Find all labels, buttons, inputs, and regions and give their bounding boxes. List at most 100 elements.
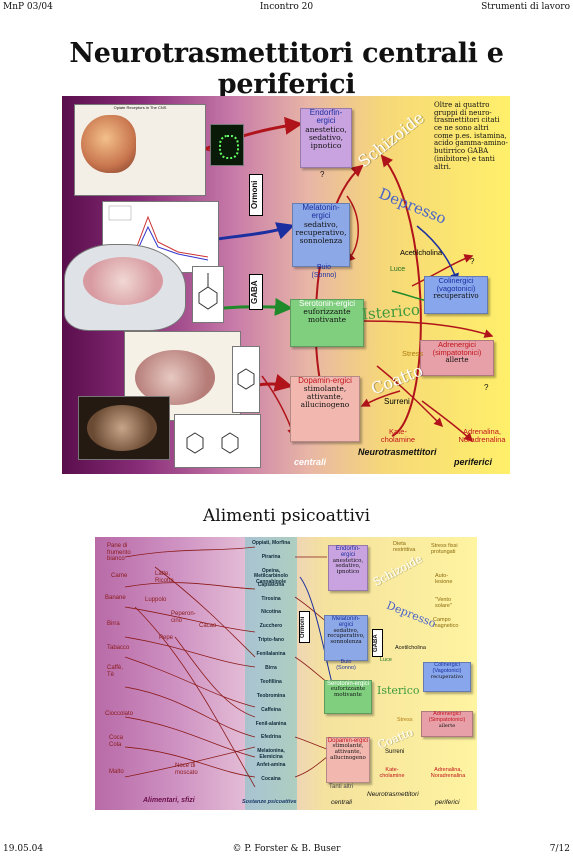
substance-item: Tirosina bbox=[261, 595, 281, 602]
box-subtext: recuperativo bbox=[430, 673, 464, 680]
substance-item: Teofillina bbox=[260, 678, 282, 685]
chemical-structure-icon bbox=[198, 273, 218, 310]
question-mark: ? bbox=[484, 383, 489, 392]
brain-slice-icon bbox=[87, 405, 157, 451]
header-right: Strumenti di lavoro bbox=[481, 2, 570, 12]
box-subtext: allerte bbox=[438, 722, 456, 729]
photo-caption: Opiate Receptors in The CNS bbox=[113, 105, 167, 110]
stress-label: Stress bbox=[397, 717, 413, 723]
food-item: Latte, Ricotta bbox=[155, 571, 174, 584]
footer-copyright: © P. Forster & B. Buser bbox=[232, 844, 341, 854]
chemical-structure-photo bbox=[192, 266, 224, 323]
substance-item: Fenil-alanina bbox=[255, 720, 287, 727]
chemical-structure-photo-2 bbox=[232, 346, 260, 413]
periferici-label: periferici bbox=[435, 799, 460, 806]
katecholamine-label: Kate-cholamine bbox=[379, 767, 405, 780]
molecule-icon bbox=[219, 135, 239, 159]
melatoninergici-box: Melatonin-ergici sedativo, recuperativo,… bbox=[292, 203, 350, 267]
substances-column bbox=[245, 537, 297, 810]
food-item: Peperon-cino bbox=[171, 611, 196, 624]
chemical-structure-icon bbox=[186, 432, 239, 454]
endorfinergici-box: Endorfin-ergici anestetico, sedativo, ip… bbox=[328, 545, 368, 591]
luce-label: Luce bbox=[380, 657, 392, 663]
page-title: Neurotrasmettitori centrali e periferici bbox=[69, 38, 504, 100]
buio-label: Buio (Sonno) bbox=[311, 264, 337, 279]
stress-label: Stress bbox=[402, 349, 424, 358]
substance-item: Oppiati, Morfina bbox=[251, 540, 291, 546]
food-item: Banane bbox=[105, 595, 126, 601]
acetilcholina-label: Acetilcholina bbox=[400, 248, 443, 257]
substance-item: Birra bbox=[265, 665, 277, 671]
box-heading: Serotonin-ergici bbox=[298, 299, 356, 308]
food-item: Cioccolato bbox=[105, 711, 134, 717]
surreni-label: Surreni bbox=[385, 749, 405, 755]
adrenalina-label: Adrenalina, Noradrenalina bbox=[430, 767, 466, 780]
box-subtext: stimolante, attivante, allucinogeno bbox=[300, 384, 350, 410]
box-subtext: allerte bbox=[445, 355, 469, 364]
gaba-label: GABA bbox=[249, 274, 263, 310]
buio-label: Buio (Sonno) bbox=[336, 659, 356, 672]
footer-date: 19.05.04 bbox=[3, 844, 44, 854]
header-left: MnP 03/04 bbox=[3, 2, 53, 12]
box-heading: Serotonin-ergici bbox=[326, 681, 370, 687]
food-item: Birra bbox=[107, 621, 120, 627]
effect-item: Campo magnetico bbox=[433, 617, 459, 630]
tanti-altri-label: Tanti altri bbox=[329, 784, 354, 790]
section-subtitle: Alimenti psicoattivi bbox=[202, 506, 371, 526]
box-heading: Adrenergici (simpatotonici) bbox=[432, 340, 482, 357]
substance-item: Anfet-amina bbox=[256, 762, 286, 769]
note-text: Oltre ai quattro gruppi di neuro-trasmet… bbox=[434, 101, 508, 171]
substance-item: Tripto-fano bbox=[257, 637, 285, 644]
colinergici-box: Colinergici (Vagotonici) recuperativo bbox=[423, 662, 471, 692]
melatoninergici-box: Melatonin-ergici sedativo, recuperativo,… bbox=[324, 615, 368, 661]
centrali-label: centrali bbox=[294, 457, 327, 467]
neurotrasmettitori-label: Neurotrasmettitori bbox=[367, 791, 419, 798]
box-heading: Colinergici (vagotonici) bbox=[436, 276, 476, 293]
dopaminergici-box: Dopamin-ergici stimolante, attivante, al… bbox=[290, 376, 360, 442]
box-heading: Melatonin-ergici bbox=[331, 616, 360, 629]
box-subtext: anestetico, sedativo, ipnotico bbox=[305, 124, 347, 150]
brain-side-icon bbox=[83, 257, 163, 305]
serotoninergici-box: Serotonin-ergici euforizzante motivante bbox=[324, 680, 372, 714]
question-mark: ? bbox=[470, 257, 475, 266]
food-arrows bbox=[124, 546, 334, 788]
substance-item: Opeina, Metilcarbinolo Cannabinole bbox=[254, 567, 288, 585]
brain-receptors-photo: Opiate Receptors in The CNS bbox=[74, 104, 206, 196]
food-item: Luppolo bbox=[145, 597, 167, 603]
food-item: Pane di frumento bianco bbox=[107, 543, 131, 563]
box-subtext: anestetico, sedativo, ipnotico bbox=[332, 557, 364, 576]
brain-section-icon bbox=[135, 350, 215, 405]
box-heading: Endorfin-ergici bbox=[335, 546, 361, 559]
box-subtext: euforizzante motivante bbox=[303, 307, 351, 325]
substance-item: Teobromina bbox=[256, 692, 286, 699]
effect-item: Auto-lesione bbox=[435, 573, 453, 586]
chemical-structures-photo bbox=[174, 414, 261, 468]
substance-item: Melatonina, Elemicina bbox=[257, 748, 285, 760]
psychoactive-foods-diagram: Pane di frumento bianco Carne Latte, Ric… bbox=[95, 537, 477, 810]
food-item: Noce di moscato bbox=[175, 763, 198, 776]
box-heading: Melatonin-ergici bbox=[302, 203, 340, 221]
effect-item: Stress fissi protungati bbox=[431, 543, 458, 556]
box-heading: Endorfin-ergici bbox=[309, 108, 343, 126]
adrenalina-label: Adrenalina, Noradrenalina bbox=[458, 427, 506, 445]
substance-item: Zucchero bbox=[259, 623, 283, 630]
box-subtext: sedativo, recuperativo, sonnolenza bbox=[327, 627, 365, 646]
colinergici-box: Colinergici (vagotonici) recuperativo bbox=[424, 276, 488, 314]
substance-item: Capsaicina bbox=[257, 581, 285, 588]
neurotrasmettitori-label: Neurotrasmettitori bbox=[358, 447, 437, 457]
adrenergici-box: Adrenergici (simpatotonici) allerte bbox=[420, 340, 494, 376]
periferici-label: periferici bbox=[454, 457, 493, 467]
substance-item: Pirarina bbox=[261, 553, 281, 560]
centrali-label: centrali bbox=[331, 799, 352, 806]
alimentari-label: Alimentari, sfizi bbox=[143, 797, 195, 804]
brain-slice-photo bbox=[78, 396, 170, 460]
header-center: Incontro 20 bbox=[259, 2, 314, 12]
surreni-label: Surreni bbox=[384, 397, 410, 406]
food-item: Caffè, Tè bbox=[107, 665, 123, 678]
box-subtext: recuperativo bbox=[433, 291, 479, 300]
food-item: Malto bbox=[109, 769, 124, 775]
substance-item: Efedrina bbox=[260, 734, 281, 741]
neurotransmitter-diagram: Opiate Receptors in The CNS Ormoni GABA … bbox=[62, 96, 510, 474]
luce-label: Luce bbox=[390, 266, 406, 273]
ormoni-label: Ormoni bbox=[249, 174, 263, 216]
